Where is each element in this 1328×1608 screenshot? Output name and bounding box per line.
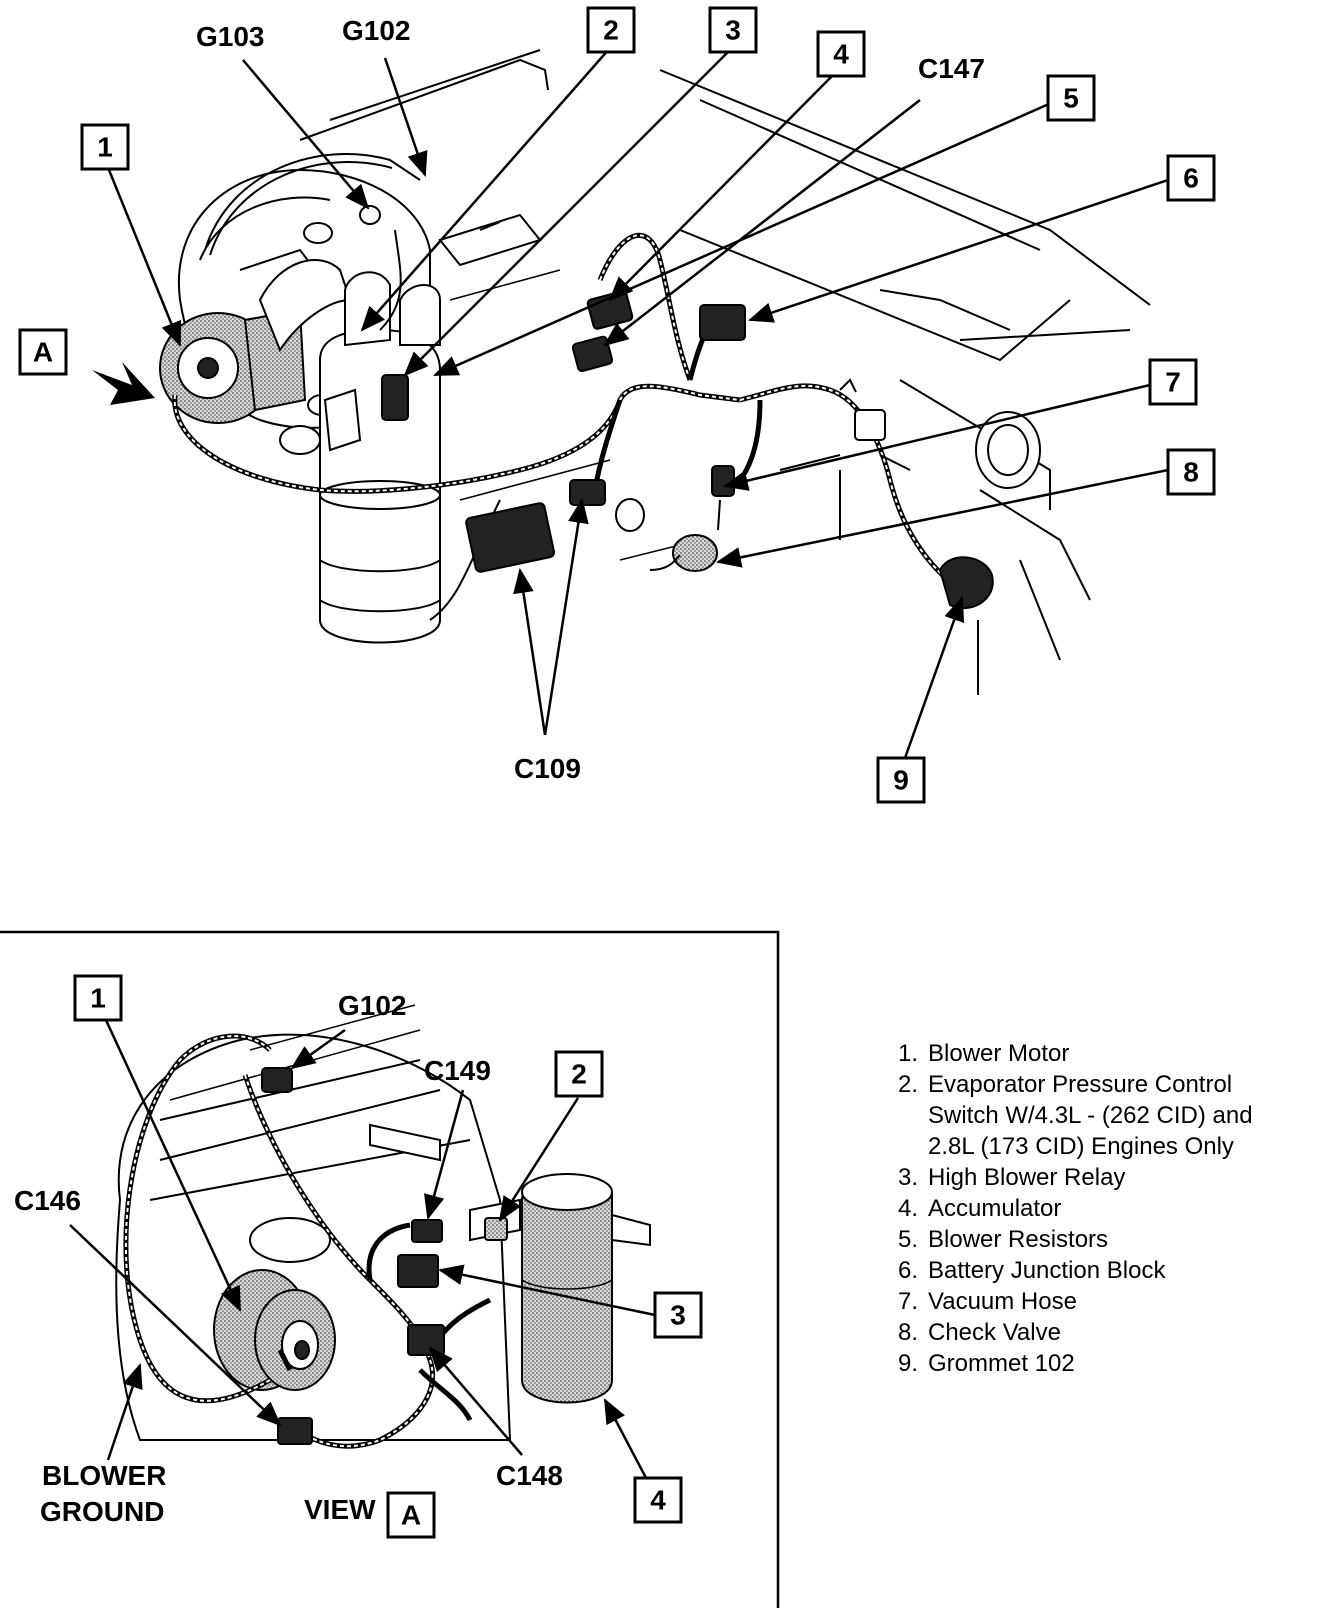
- label-c149: C149: [424, 1055, 491, 1086]
- main-callout-1: 1: [80, 123, 130, 171]
- main-callout-3: 3: [708, 6, 758, 54]
- inset-c149-connector: [411, 1219, 443, 1243]
- c109-connector-b: [569, 479, 606, 506]
- main-leaders: [105, 47, 1169, 759]
- inset-pressure-switch: [484, 1217, 508, 1241]
- label-g102-inset: G102: [338, 990, 407, 1021]
- main-callout-7: 7: [1148, 358, 1198, 406]
- legend-number: 7.: [897, 1288, 918, 1315]
- callout-number: 3: [725, 15, 741, 46]
- legend-item: 3. High Blower Relay: [880, 1162, 1320, 1193]
- legend-text: High Blower Relay: [928, 1164, 1126, 1191]
- inset-high-blower-relay: [397, 1254, 439, 1288]
- main-callout-4: 4: [816, 30, 866, 78]
- legend-item: 5. Blower Resistors: [880, 1224, 1320, 1255]
- callout-number: 1: [97, 132, 113, 163]
- callout-number: 2: [571, 1059, 587, 1090]
- main-callout-6: 6: [1166, 154, 1216, 202]
- callout-number: 6: [1183, 163, 1199, 194]
- main-callout-9: 9: [876, 756, 926, 804]
- legend-text: Accumulator: [928, 1195, 1062, 1222]
- c109-connector-a: [465, 502, 556, 573]
- legend-text: Blower Resistors: [928, 1226, 1109, 1253]
- label-g102: G102: [342, 15, 411, 46]
- legend-number: 6.: [897, 1257, 918, 1284]
- legend-text: Vacuum Hose: [928, 1288, 1077, 1315]
- callout-number: 2: [603, 15, 619, 46]
- label-c148: C148: [496, 1460, 563, 1491]
- main-callout-2: 2: [586, 6, 636, 54]
- battery-junction-block: [699, 304, 746, 341]
- connectors: [465, 290, 994, 695]
- pressure-switch: [381, 374, 409, 421]
- label-c147: C147: [918, 53, 985, 84]
- grommet-102: [938, 556, 994, 610]
- legend-text: Check Valve: [928, 1319, 1061, 1346]
- legend-item: 7. Vacuum Hose: [880, 1286, 1320, 1317]
- legend-number: 5.: [897, 1226, 918, 1253]
- legend-item: 8. Check Valve: [880, 1317, 1320, 1348]
- legend-text: Blower Motor: [928, 1040, 1070, 1067]
- c147-connector: [586, 290, 634, 330]
- callout-number: 8: [1183, 457, 1199, 488]
- callout-number: 1: [90, 983, 106, 1014]
- legend-item: 9. Grommet 102: [880, 1348, 1320, 1379]
- callout-number: 7: [1165, 367, 1181, 398]
- callout-letter: A: [401, 1500, 421, 1531]
- legend-text: 2.8L (173 CID) Engines Only: [928, 1133, 1234, 1160]
- legend-number: 4.: [897, 1195, 918, 1222]
- parts-legend: 1. Blower Motor 2. Evaporator Pressure Cont…: [880, 1038, 1320, 1379]
- legend-item: Switch W/4.3L - (262 CID) and: [880, 1100, 1320, 1131]
- legend-number: 1.: [897, 1040, 918, 1067]
- label-c109: C109: [514, 753, 581, 784]
- inset-callout-4: 4: [633, 1476, 683, 1524]
- view-caption: VIEW: [304, 1494, 376, 1525]
- inset-g102-ground: [261, 1067, 293, 1093]
- inset-callout-1: 1: [73, 974, 123, 1022]
- view-a-inset: 1 2 3 4 G102 C149 C146 C148 BLOWER GROUN…: [0, 930, 780, 1608]
- view-caption-letter-box: A: [386, 1491, 436, 1539]
- callout-letter: A: [33, 337, 53, 368]
- legend-number: 3.: [897, 1164, 918, 1191]
- legend-text: Battery Junction Block: [928, 1257, 1166, 1284]
- legend-text: Switch W/4.3L - (262 CID) and: [928, 1102, 1253, 1129]
- label-blower-ground-2: GROUND: [40, 1496, 164, 1527]
- legend-item: 1. Blower Motor: [880, 1038, 1320, 1069]
- main-callout-8: 8: [1166, 448, 1216, 496]
- callout-number: 9: [893, 765, 909, 796]
- main-view: 1 2 3 4 5 6 7 8: [18, 6, 1216, 804]
- label-c146: C146: [14, 1185, 81, 1216]
- legend-number: [880, 1131, 928, 1162]
- legend-number: 9.: [897, 1350, 918, 1377]
- legend-item: 6. Battery Junction Block: [880, 1255, 1320, 1286]
- inset-accumulator: [521, 1173, 651, 1404]
- inset-c146-connector: [277, 1417, 313, 1445]
- legend-number: 8.: [897, 1319, 918, 1346]
- callout-number: 4: [650, 1485, 666, 1516]
- main-callout-5: 5: [1046, 74, 1096, 122]
- label-blower-ground-1: BLOWER: [42, 1460, 166, 1491]
- legend-number: 2.: [897, 1071, 918, 1098]
- legend-text: Evaporator Pressure Control: [928, 1071, 1233, 1098]
- legend-item: 2. Evaporator Pressure Control: [880, 1069, 1320, 1100]
- view-a-marker: A: [18, 328, 68, 376]
- callout-number: 3: [670, 1300, 686, 1331]
- inset-c148-connector: [407, 1324, 445, 1356]
- inset-callout-2: 2: [554, 1050, 604, 1098]
- legend-text: Grommet 102: [928, 1350, 1075, 1377]
- label-g103: G103: [196, 21, 265, 52]
- callout-number: 4: [833, 39, 849, 70]
- view-a-arrow: [92, 362, 155, 405]
- legend-item: 4. Accumulator: [880, 1193, 1320, 1224]
- blower-resistors: [571, 335, 614, 373]
- inset-callout-3: 3: [653, 1291, 703, 1339]
- legend-number: [880, 1100, 928, 1131]
- check-valve: [672, 534, 718, 572]
- legend-item: 2.8L (173 CID) Engines Only: [880, 1131, 1320, 1162]
- callout-number: 5: [1063, 83, 1079, 114]
